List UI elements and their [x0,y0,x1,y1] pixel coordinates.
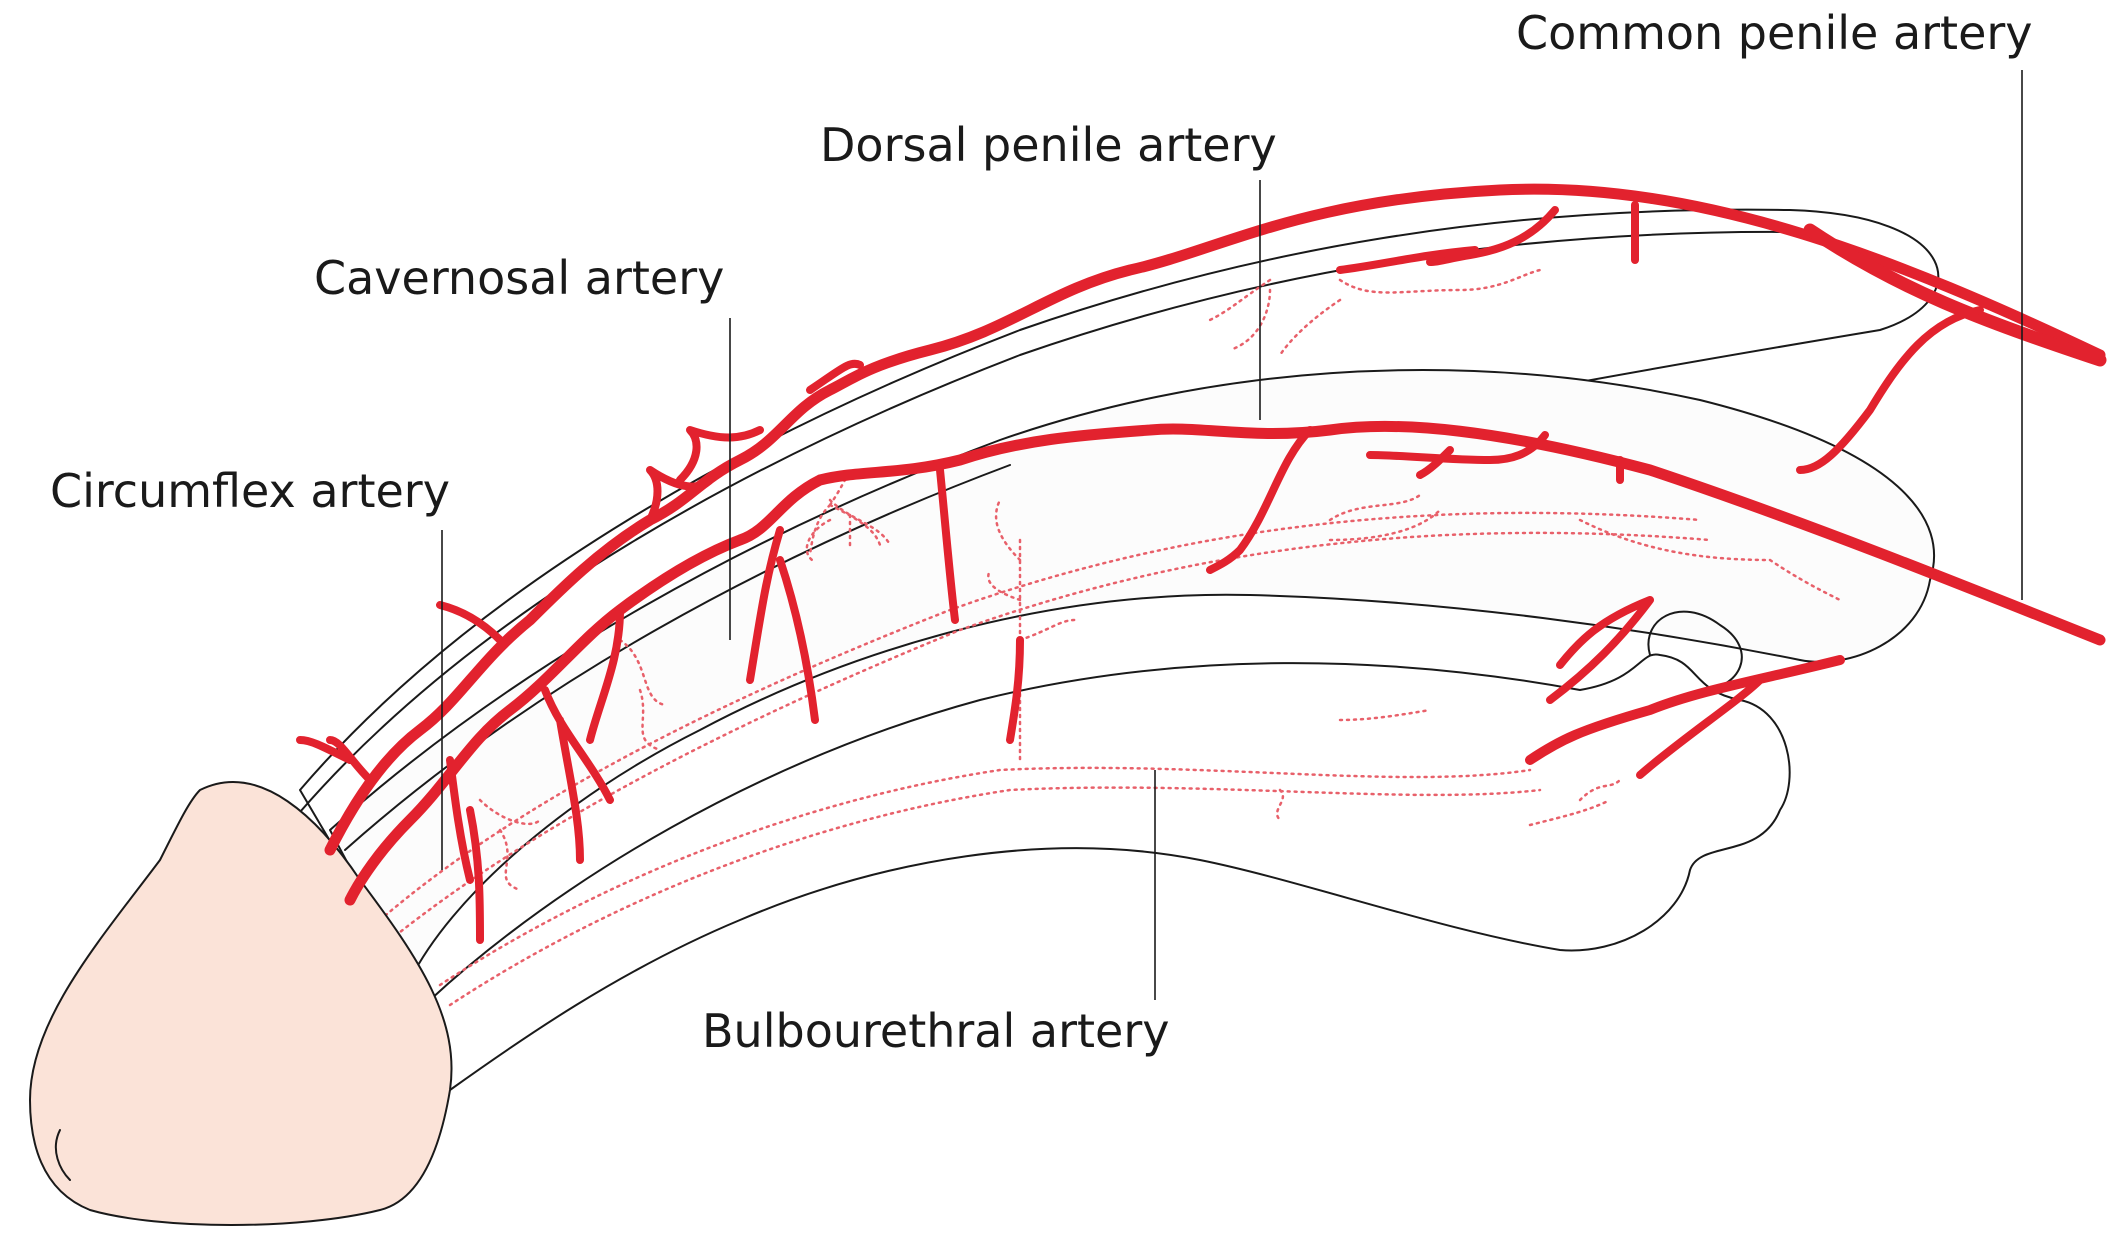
branch-artery [806,359,864,394]
dotted-branch [618,638,667,752]
leader-lines [441,70,2023,1000]
dotted-branch [1278,268,1542,357]
branch-artery [1006,636,1024,744]
label-common-penile-artery: Common penile artery [1516,6,2033,60]
label-dorsal-penile-artery: Dorsal penile artery [820,118,1277,172]
branch-artery [446,756,484,944]
branch-artery [1636,676,1764,779]
branch-artery [1546,596,1654,704]
common-penile-artery [1803,223,2107,367]
dotted-branch [1528,778,1622,827]
branch-artery [586,606,624,744]
dotted-branch [478,798,542,892]
dotted-vessel [448,786,1542,1007]
branch-artery [1426,206,1559,266]
connector-artery [1796,306,1984,474]
dotted-branch [1208,278,1272,352]
dotted-branch [1275,708,1432,822]
cavernosal-artery [344,420,2106,906]
corpus-outlines [299,208,1940,1091]
glans-fold [54,1129,71,1181]
artery-network [296,183,2107,944]
dotted-vessel [388,531,1712,942]
lower-trunk [1525,655,1845,765]
dotted-branch [1578,518,1842,602]
branch-artery [1336,246,1479,274]
middle-inner-line [344,464,1011,851]
dotted-branch [1328,493,1442,542]
label-cavernosal-artery: Cavernosal artery [314,251,725,305]
branch-artery [541,686,614,864]
dorsal-penile-artery [324,183,2106,856]
branch-artery [936,466,959,624]
glans [29,781,453,1226]
branch-artery [746,526,819,724]
branch-artery [1416,446,1454,479]
branch-artery [646,466,714,524]
branch-artery [1206,426,1314,574]
crus-left-outline [1647,610,1743,691]
dotted-branch [805,498,892,562]
branch-artery [436,601,504,644]
branch-artery [1366,431,1549,464]
bulb-outline [429,653,1791,1091]
dotted-vessel [438,766,1532,987]
label-circumflex-artery: Circumflex artery [50,464,450,518]
branch-artery [676,426,764,484]
branch-artery [296,736,374,784]
label-bulbourethral-artery: Bulbourethral artery [702,1004,1170,1058]
